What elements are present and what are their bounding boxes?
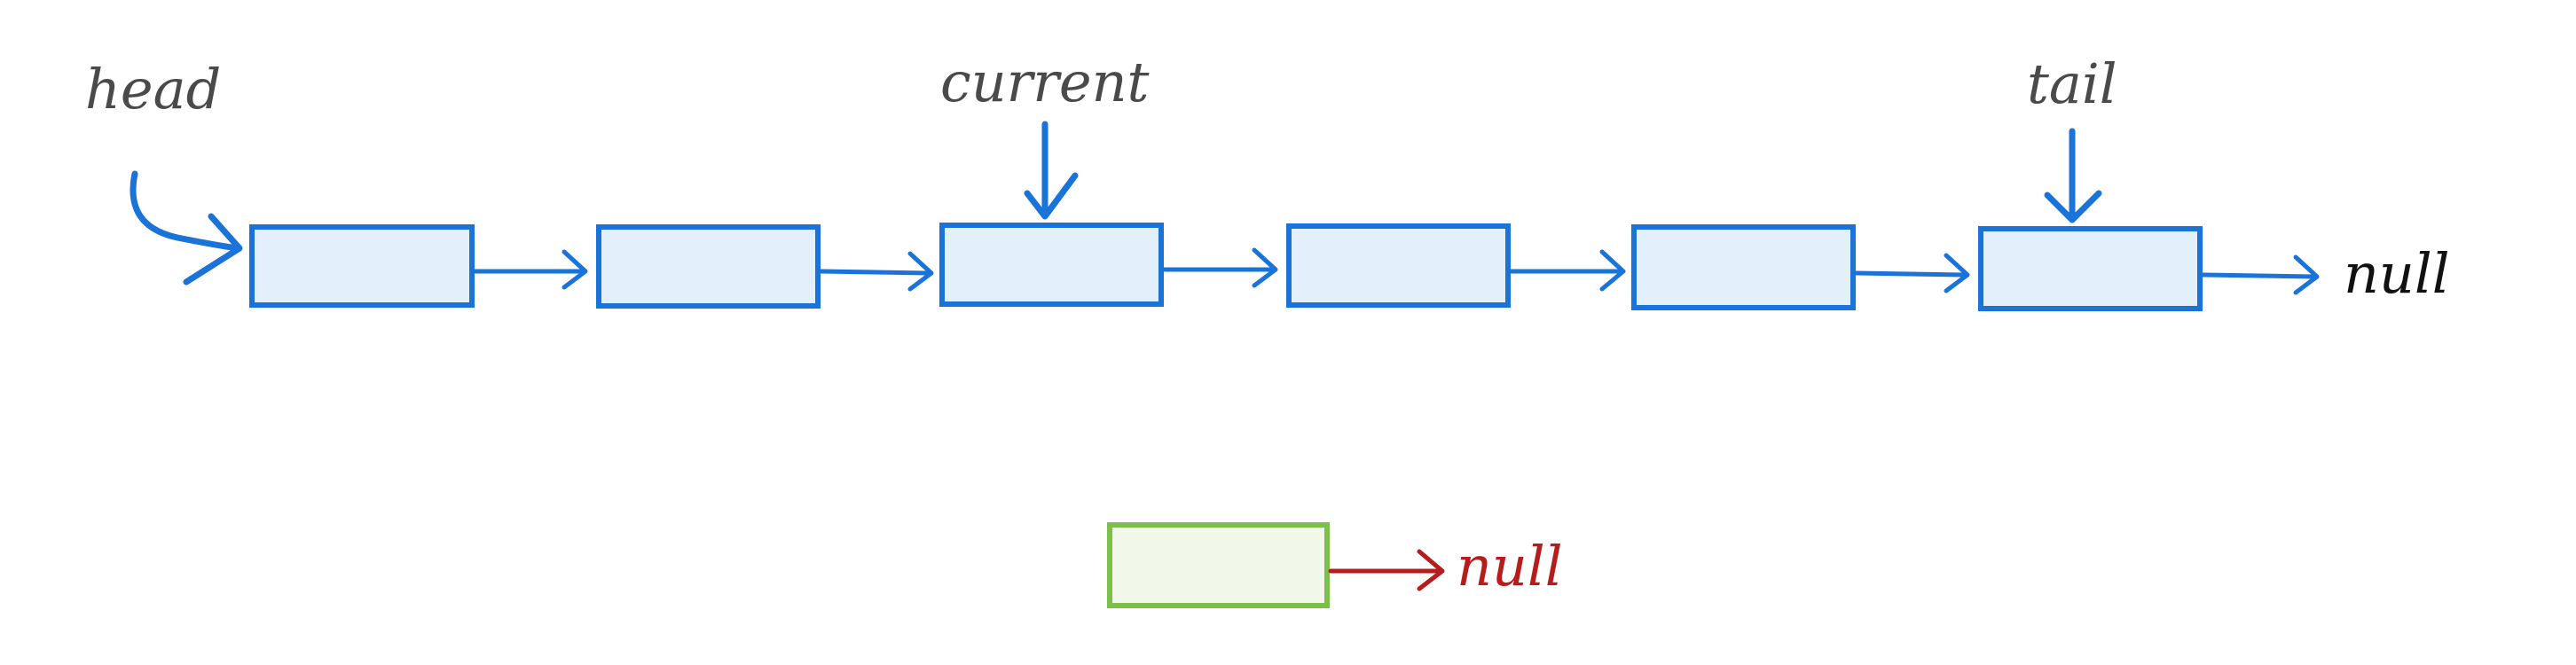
next-pointer-arrows (473, 247, 2320, 295)
head-pointer-arrow (130, 170, 243, 286)
tail-label: tail (2027, 51, 2117, 116)
list-node (939, 223, 1164, 307)
head-label: head (85, 57, 221, 121)
tail-pointer-arrow (2044, 128, 2102, 223)
list-node (1978, 226, 2203, 311)
new-node (1107, 522, 1330, 608)
list-node (596, 224, 821, 309)
list-node (1286, 223, 1511, 308)
list-node (249, 224, 475, 308)
next-arrow (1509, 249, 1626, 292)
next-arrow (473, 249, 588, 290)
list-nodes (249, 223, 2203, 311)
current-pointer-arrow (1024, 121, 1079, 220)
next-arrow (1162, 247, 1278, 288)
list-node (1631, 224, 1856, 310)
new-node-null-label: null (1457, 534, 1563, 598)
current-label: current (940, 50, 1150, 114)
next-arrow (2201, 254, 2320, 295)
next-arrow (1854, 253, 1970, 293)
next-arrow (819, 251, 934, 292)
list-end-null-label: null (2344, 241, 2450, 306)
new-node-next-arrow (1328, 549, 1445, 591)
